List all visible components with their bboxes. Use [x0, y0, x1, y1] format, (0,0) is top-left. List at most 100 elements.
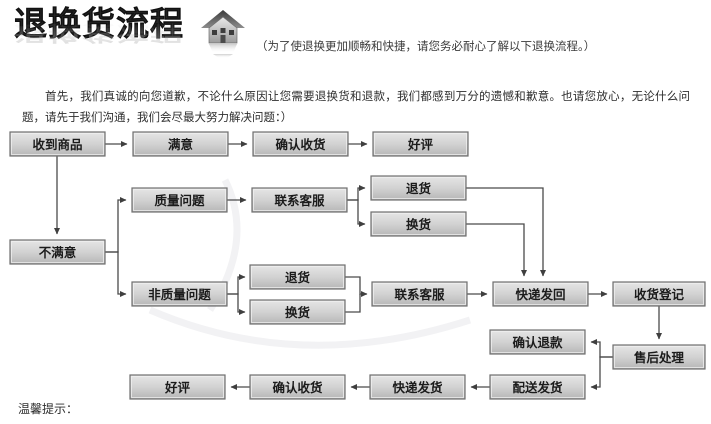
flow-node-label: 确认收货: [275, 137, 326, 152]
flow-node-label: 不满意: [39, 245, 77, 260]
flow-node-box: [372, 131, 469, 157]
page-header: 退换货流程 退换货流程: [0, 0, 711, 68]
flow-node-label: 联系客服: [274, 193, 325, 208]
flow-node-bevel: [372, 177, 465, 199]
returns-flow-diagram: 收到商品满意确认收货好评不满意质量问题联系客服退货换货非质量问题退货换货联系客服…: [9, 131, 706, 400]
flow-node-label: 好评: [407, 137, 434, 152]
flow-node-n7: 联系客服: [251, 187, 348, 213]
flow-node-label: 非质量问题: [148, 287, 211, 302]
flow-node-label: 快递发回: [515, 287, 565, 302]
edge-n8-n14: [466, 187, 546, 277]
flow-node-box: [370, 211, 467, 237]
flow-node-box: [370, 175, 467, 201]
flow-node-n2: 满意: [132, 131, 229, 157]
flow-node-bevel: [374, 133, 467, 155]
flow-node-bevel: [373, 283, 466, 305]
flow-node-bevel: [11, 241, 104, 263]
flow-node-n15: 收货登记: [612, 281, 706, 307]
edge-n16-n18: [590, 356, 613, 390]
header-subtitle: （为了使退换更加顺畅和快捷，请您务必耐心了解以下退换流程。）: [256, 39, 596, 53]
flow-node-n6: 质量问题: [131, 187, 228, 213]
flow-node-n11: 退货: [249, 264, 346, 290]
flow-node-n10: 非质量问题: [131, 281, 228, 307]
edge-n9-n14: [466, 223, 527, 277]
title-block: 退换货流程 退换货流程: [14, 4, 204, 64]
flow-node-box: [249, 299, 346, 325]
flow-node-n9: 换货: [370, 211, 467, 237]
flow-node-bevel: [11, 133, 104, 155]
flow-node-bevel: [372, 213, 465, 235]
intro-paragraph: 首先，我们真诚的向您道歉，不论什么原因让您需要退换货和退款，我们都感到万分的遗憾…: [22, 88, 690, 124]
flow-node-n17: 确认退款: [489, 329, 586, 355]
house-icon: [201, 10, 245, 58]
flow-node-n19: 快递发货: [369, 374, 466, 400]
edge-n5-n10: [105, 251, 127, 297]
flow-node-box: [612, 344, 706, 370]
flow-node-box: [249, 374, 346, 400]
flow-node-bevel: [133, 283, 226, 305]
flow-node-n13: 联系客服: [371, 281, 468, 307]
flow-node-label: 配送发货: [512, 380, 563, 395]
flow-node-label: 换货: [285, 305, 311, 320]
flow-node-bevel: [491, 331, 584, 353]
flow-node-n18: 配送发货: [489, 374, 586, 400]
flow-node-n14: 快递发回: [492, 281, 589, 307]
flow-node-bevel: [371, 376, 464, 398]
flow-node-box: [131, 281, 228, 307]
flow-node-label: 满意: [168, 137, 193, 152]
page-title: 退换货流程: [14, 4, 184, 43]
flow-node-box: [9, 239, 106, 265]
flow-node-label: 售后处理: [634, 350, 685, 365]
flow-node-n16: 售后处理: [612, 344, 706, 370]
edge-n11-n13: [345, 276, 368, 297]
flow-node-bevel: [251, 301, 344, 323]
flow-node-bevel: [254, 133, 347, 155]
flow-node-bevel: [614, 346, 704, 368]
flow-node-n20: 确认收货: [249, 374, 346, 400]
flow-node-box: [492, 281, 589, 307]
flow-node-n12: 换货: [249, 299, 346, 325]
flow-node-n4: 好评: [372, 131, 469, 157]
flow-node-bevel: [251, 376, 344, 398]
flow-node-bevel: [133, 189, 226, 211]
flow-node-box: [489, 329, 586, 355]
flow-node-label: 退货: [406, 181, 432, 196]
flow-node-box: [251, 187, 348, 213]
flow-node-box: [252, 131, 349, 157]
flow-node-bevel: [134, 133, 227, 155]
flow-node-bevel: [251, 266, 344, 288]
flow-node-bevel: [253, 189, 346, 211]
flow-node-n8: 退货: [370, 175, 467, 201]
flow-node-n1: 收到商品: [9, 131, 106, 157]
edge-n5-n6: [105, 197, 127, 253]
edge-n16-n17: [590, 339, 613, 358]
flow-node-label: 收货登记: [634, 287, 685, 302]
flow-node-label: 快递发货: [392, 380, 443, 395]
footer-note: 温馨提示：: [18, 402, 79, 416]
flow-node-n21: 好评: [129, 374, 226, 400]
flow-node-n5: 不满意: [9, 239, 106, 265]
flow-node-label: 收到商品: [32, 137, 82, 152]
flow-nodes: 收到商品满意确认收货好评不满意质量问题联系客服退货换货非质量问题退货换货联系客服…: [9, 131, 706, 400]
page-title-reflection: 退换货流程: [14, 20, 184, 45]
edge-n12-n13: [345, 294, 361, 313]
flow-node-bevel: [614, 283, 704, 305]
edge-n7-n8: [347, 185, 366, 201]
flow-node-box: [9, 131, 106, 157]
flow-node-label: 质量问题: [154, 193, 205, 208]
flow-node-bevel: [491, 376, 584, 398]
flow-node-n3: 确认收货: [252, 131, 349, 157]
flow-node-box: [371, 281, 468, 307]
flow-node-label: 确认收货: [272, 380, 323, 395]
flow-connectors: [54, 141, 662, 390]
flow-node-label: 确认退款: [512, 335, 563, 350]
flow-node-box: [612, 281, 706, 307]
flow-node-box: [249, 264, 346, 290]
flow-node-box: [131, 187, 228, 213]
flow-node-label: 联系客服: [394, 287, 445, 302]
flow-node-bevel: [131, 376, 224, 398]
flow-node-box: [132, 131, 229, 157]
flow-node-bevel: [494, 283, 587, 305]
flow-node-box: [489, 374, 586, 400]
